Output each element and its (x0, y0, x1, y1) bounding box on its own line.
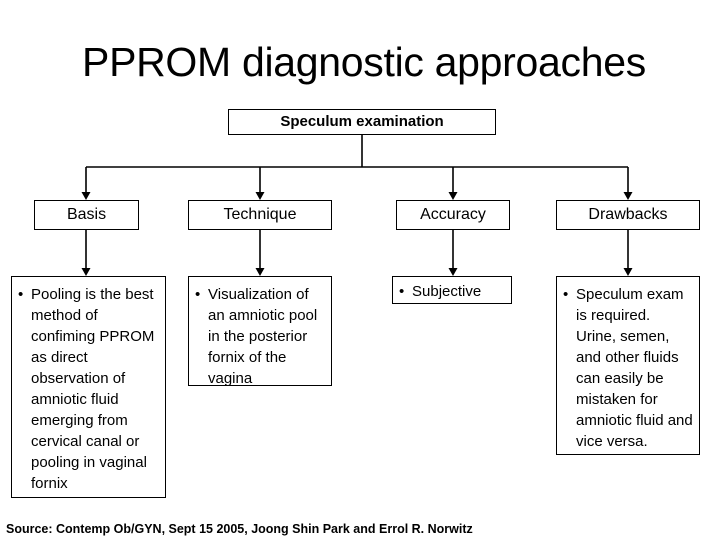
arrowhead-cat-2 (255, 192, 265, 200)
bullet-icon: • (18, 286, 24, 303)
page-title: PPROM diagnostic approaches (82, 39, 646, 85)
bullet-icon: • (563, 286, 569, 303)
list-item: • Subjective (399, 284, 505, 300)
detail-box-accuracy[interactable]: • Subjective (392, 276, 512, 304)
arrowhead-detail-1 (81, 268, 91, 276)
node-label-drawbacks: Drawbacks (588, 206, 668, 223)
detail-text-technique: Visualization of an amniotic pool in the… (208, 286, 318, 387)
node-basis[interactable]: Basis (34, 200, 139, 230)
node-accuracy[interactable]: Accuracy (396, 200, 510, 230)
node-label-technique: Technique (223, 206, 297, 223)
arrowhead-cat-3 (448, 192, 458, 200)
arrowhead-detail-4 (623, 268, 633, 276)
node-drawbacks[interactable]: Drawbacks (556, 200, 700, 230)
arrowhead-cat-4 (623, 192, 633, 200)
node-label-root: Speculum examination (280, 113, 444, 130)
node-technique[interactable]: Technique (188, 200, 332, 230)
detail-box-technique[interactable]: • Visualization of an amniotic pool in t… (188, 276, 332, 389)
detail-text-drawbacks: Speculum exam is required. Urine, semen,… (576, 286, 693, 450)
list-item: • Visualization of an amniotic pool in t… (195, 284, 325, 389)
arrowheads (81, 192, 633, 276)
arrowhead-cat-1 (81, 192, 91, 200)
bullet-icon: • (195, 286, 201, 303)
node-label-accuracy: Accuracy (420, 206, 486, 223)
detail-text-accuracy: Subjective (412, 283, 482, 300)
detail-box-drawbacks[interactable]: • Speculum exam is required. Urine, seme… (556, 276, 700, 455)
list-item: • Pooling is the best method of confimin… (18, 284, 159, 494)
arrowhead-detail-3 (448, 268, 458, 276)
detail-text-basis: Pooling is the best method of confiming … (31, 286, 155, 492)
detail-box-basis[interactable]: • Pooling is the best method of confimin… (11, 276, 166, 498)
node-speculum-examination[interactable]: Speculum examination (228, 109, 496, 135)
list-item: • Speculum exam is required. Urine, seme… (563, 284, 693, 452)
arrowhead-detail-2 (255, 268, 265, 276)
bullet-icon: • (399, 283, 405, 300)
node-label-basis: Basis (66, 206, 107, 223)
source-citation: Source: Contemp Ob/GYN, Sept 15 2005, Jo… (6, 522, 473, 536)
